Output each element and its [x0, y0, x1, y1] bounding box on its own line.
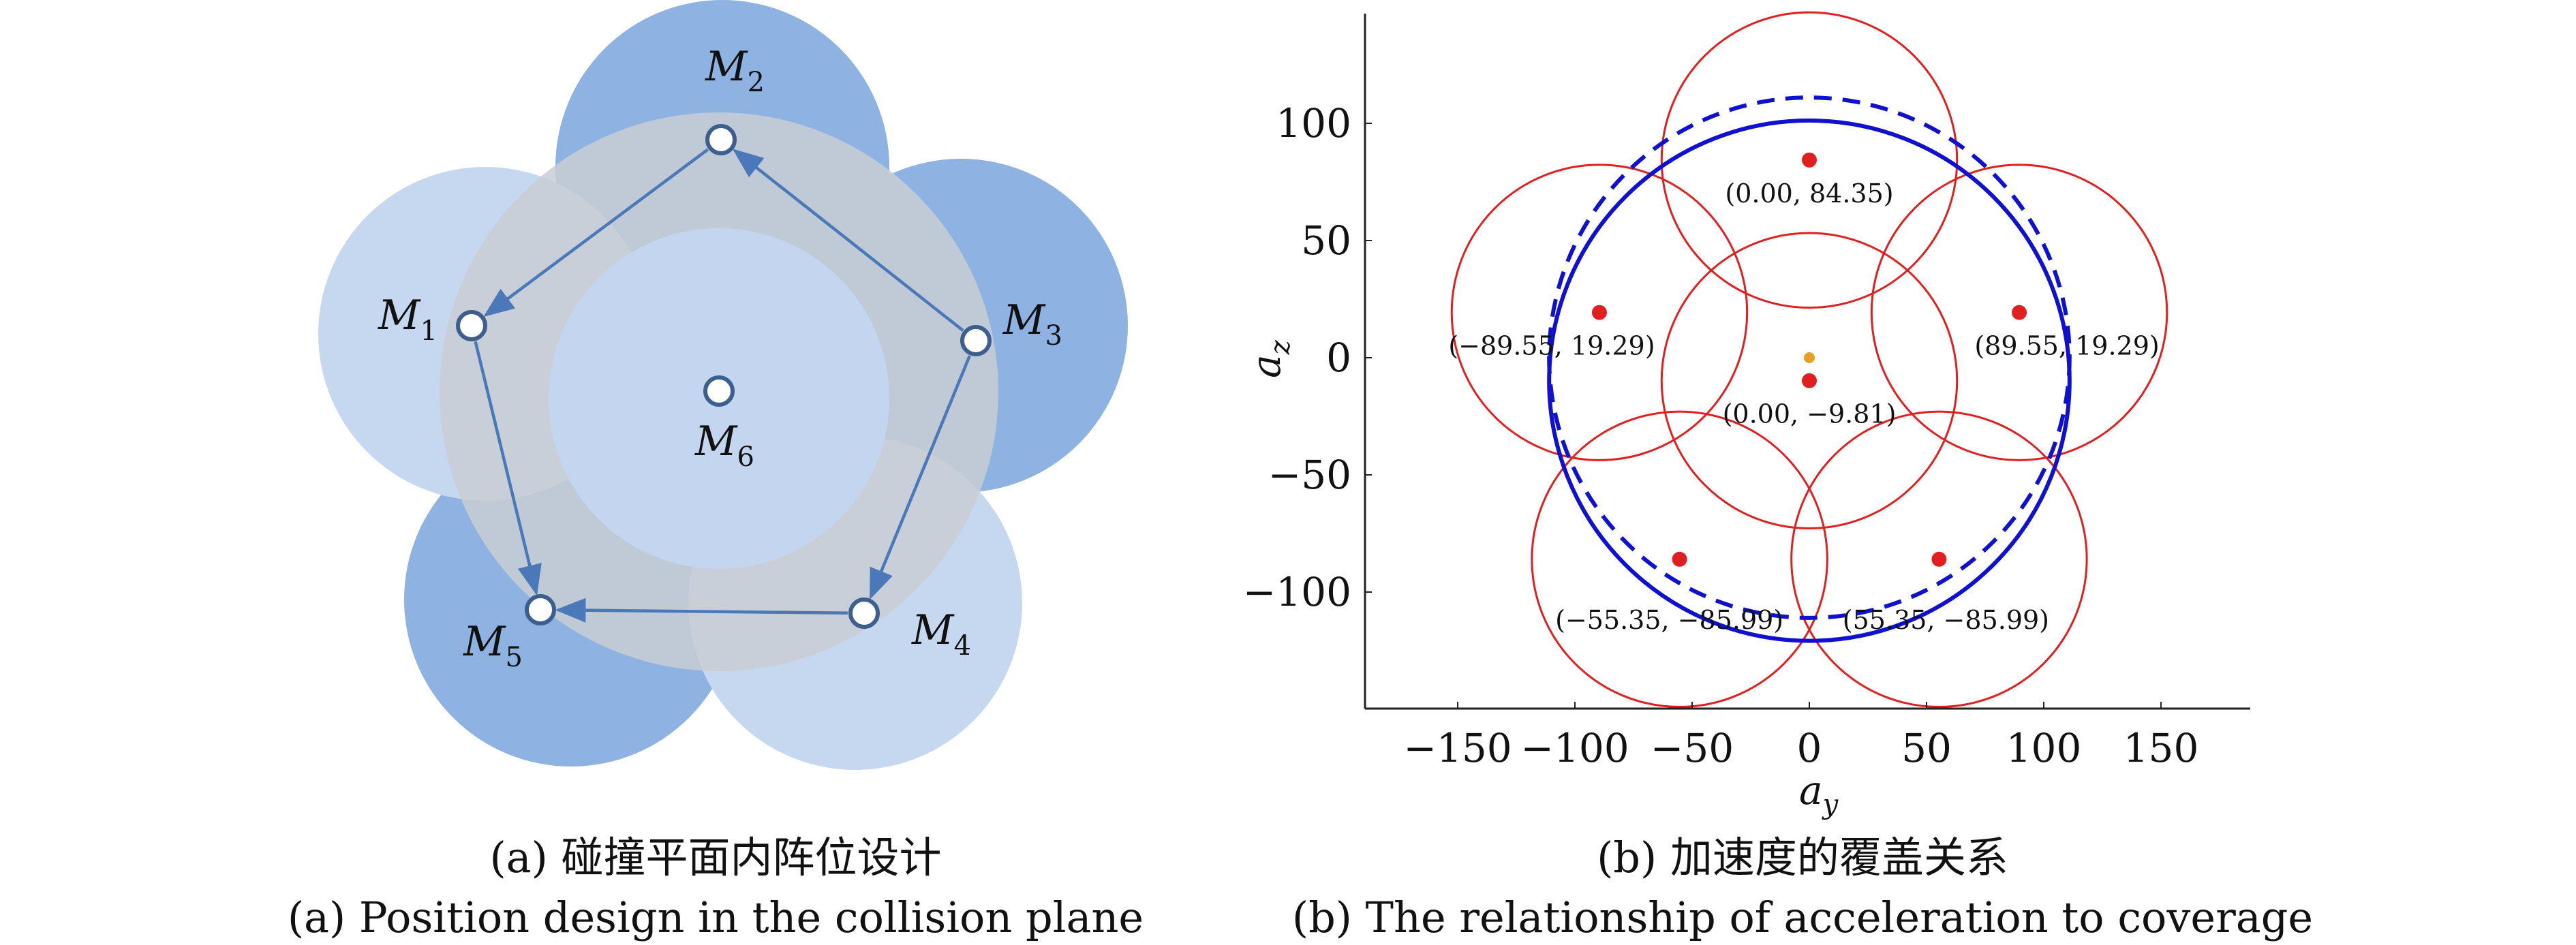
- y-tick-label: 0: [1326, 335, 1351, 381]
- label-base: M: [1002, 296, 1046, 344]
- node-m6: [703, 375, 735, 407]
- x-tick-label: −50: [1651, 725, 1734, 771]
- label-subscript: 6: [737, 441, 754, 473]
- x-tick-label: 0: [1797, 725, 1822, 771]
- data-point-2: [2012, 305, 2027, 320]
- arrow-m3-to-m2: [732, 149, 964, 332]
- caption-b-english: (b) The relationship of acceleration to …: [1292, 893, 2313, 942]
- data-point-5: [1931, 551, 1947, 567]
- arrow-m2-to-m1: [483, 148, 709, 317]
- label-m3: M3: [1002, 296, 1062, 352]
- caption-a-chinese: (a) 碰撞平面内阵位设计: [489, 833, 941, 882]
- node-m3: [960, 325, 992, 356]
- label-base: M: [705, 43, 748, 91]
- point-label-3: (0.00, −9.81): [1723, 399, 1897, 429]
- y-tick-label: 100: [1276, 100, 1351, 146]
- panel-b-chart: (0.00, 84.35) (−89.55, 19.29) (89.55, 19.2…: [1243, 11, 2250, 820]
- label-m4: M4: [911, 606, 971, 662]
- caption-a-english: (a) Position design in the collision pla…: [288, 893, 1144, 942]
- x-tick-label: 50: [1901, 725, 1952, 771]
- label-subscript: 1: [420, 315, 437, 347]
- label-subscript: 5: [505, 642, 522, 673]
- y-tick-label: −100: [1243, 569, 1351, 615]
- label-subscript: 4: [953, 630, 970, 662]
- x-tick-label: −100: [1520, 725, 1629, 771]
- x-tick-label: −150: [1403, 725, 1512, 771]
- point-label-2: (89.55, 19.29): [1974, 331, 2159, 361]
- label-subscript: 2: [747, 67, 764, 98]
- origin-point: [1804, 352, 1815, 363]
- point-label-5: (55.35, −85.99): [1843, 605, 2049, 635]
- node-m2: [705, 124, 737, 155]
- label-base: M: [378, 292, 421, 339]
- label-m6: M6: [694, 418, 754, 473]
- label-m2: M2: [705, 43, 765, 98]
- node-m1: [456, 310, 487, 341]
- data-point-4: [1672, 551, 1687, 567]
- y-axis-label: az: [1243, 339, 1296, 378]
- point-label-4: (−55.35, −85.99): [1555, 605, 1783, 635]
- node-m4: [848, 598, 880, 629]
- coverage-circle-5: [1790, 410, 2088, 709]
- data-point-3: [1802, 373, 1817, 388]
- arrow-m3-to-m4: [869, 355, 971, 600]
- coverage-circle-4: [1531, 410, 1828, 709]
- x-tick-label: 100: [2006, 725, 2082, 771]
- y-tick-label: −50: [1268, 452, 1351, 498]
- position-nodes: [456, 124, 992, 629]
- dashed-envelope-circle: [1547, 95, 2072, 620]
- y-tick-label: 50: [1301, 217, 1351, 264]
- point-label-1: (−89.55, 19.29): [1448, 331, 1655, 361]
- solid-envelope-circle: [1547, 118, 2072, 643]
- coverage-circle-0: [1660, 11, 1959, 309]
- x-axis-label: ay: [1799, 767, 1839, 820]
- coverage-circle-1: [1450, 164, 1749, 461]
- label-subscript: 3: [1045, 320, 1062, 352]
- label-m5: M5: [463, 618, 523, 673]
- arrow-m1-to-m5: [474, 341, 542, 596]
- data-point-0: [1802, 152, 1817, 168]
- coverage-circle-3: [1660, 232, 1959, 529]
- x-tick-label: 150: [2123, 725, 2199, 771]
- pentagon-arrows: [474, 148, 971, 623]
- label-base: M: [694, 418, 738, 465]
- caption-b-chinese: (b) 加速度的覆盖关系: [1597, 833, 2008, 882]
- coverage-circle-2: [1870, 164, 2168, 461]
- label-base: M: [911, 606, 955, 654]
- label-m1: M1: [378, 292, 438, 347]
- data-point-1: [1591, 305, 1607, 320]
- node-m5: [525, 594, 556, 625]
- arrow-m4-to-m5: [555, 598, 848, 623]
- label-base: M: [463, 618, 506, 666]
- point-label-0: (0.00, 84.35): [1725, 179, 1893, 208]
